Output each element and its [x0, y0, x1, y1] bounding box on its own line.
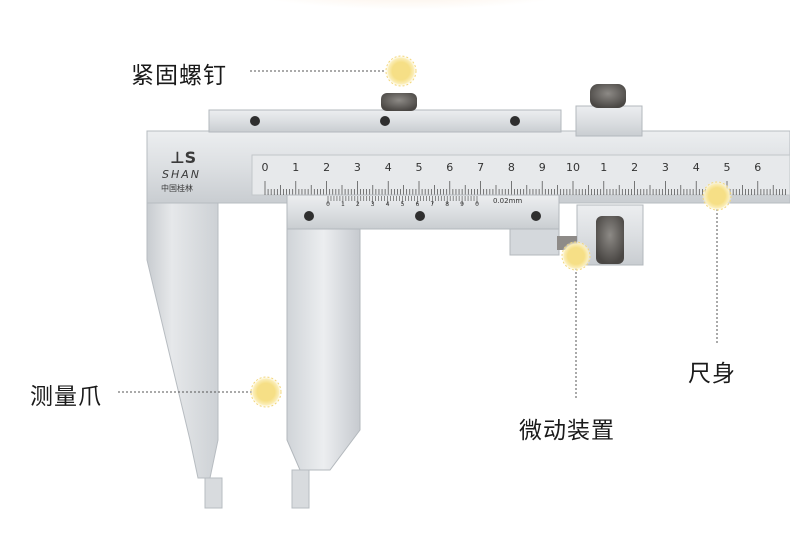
main-scale-label: 4 [385, 161, 392, 174]
main-scale-label: 0 [262, 161, 269, 174]
main-scale-label: 2 [631, 161, 638, 174]
marker-beam [702, 181, 732, 211]
vernier-precision: 0.02mm [493, 197, 522, 205]
rivet [510, 116, 520, 126]
marker-fine-adjust [561, 241, 591, 271]
main-scale-label: 9 [539, 161, 546, 174]
rivet [304, 211, 314, 221]
marker-ring [702, 181, 732, 211]
main-scale-label: 4 [693, 161, 700, 174]
fine-adjust-block [575, 105, 643, 137]
main-scale-label: 10 [566, 161, 580, 174]
main-scale-label: 1 [600, 161, 607, 174]
rivet [531, 211, 541, 221]
callout-measuring-jaw: 测量爪 [30, 384, 102, 410]
marker-jaw [250, 376, 282, 408]
fine-adjust-roller [596, 216, 624, 264]
main-scale-label: 5 [724, 161, 731, 174]
marker-lock-screw [385, 55, 417, 87]
leader-lines [118, 70, 718, 400]
vernier-ticks [327, 196, 478, 204]
brand-company: 中国桂林 [161, 183, 193, 193]
vernier-label: 1 [341, 201, 345, 208]
main-scale-label: 1 [292, 161, 299, 174]
vernier-label: 2 [356, 201, 360, 208]
top-glow [230, 0, 590, 10]
fixed-jaw-tip [204, 477, 223, 509]
lock-screw [381, 93, 417, 111]
moving-jaw-tip [291, 469, 310, 509]
vernier-labels: 0 1 2 3 4 5 6 7 8 9 0 [326, 201, 479, 208]
vernier-label: 7 [430, 201, 434, 208]
main-scale-label: 8 [508, 161, 515, 174]
main-scale-label: 5 [416, 161, 423, 174]
main-scale-label: 6 [446, 161, 453, 174]
callout-beam: 尺身 [688, 361, 736, 387]
callout-lock-screw: 紧固螺钉 [131, 63, 227, 89]
main-scale-label: 6 [754, 161, 761, 174]
slider-step [509, 228, 560, 256]
marker-ring [385, 55, 417, 87]
main-scale-label: 7 [477, 161, 484, 174]
vernier-label: 4 [386, 201, 390, 208]
rivet [415, 211, 425, 221]
vernier-label: 8 [445, 201, 449, 208]
logo-mark: ⊥S [170, 148, 196, 167]
fixed-jaw [146, 202, 219, 479]
main-scale-label: 3 [354, 161, 361, 174]
marker-ring [250, 376, 282, 408]
vernier-label: 6 [415, 201, 419, 208]
vernier-label: 0 [326, 201, 330, 208]
rivet [250, 116, 260, 126]
main-scale-label: 2 [323, 161, 330, 174]
vernier-label: 9 [460, 201, 464, 208]
fine-adjust-screw [590, 84, 626, 108]
callout-fine-adjust: 微动装置 [519, 418, 615, 444]
vernier-label: 0 [475, 201, 479, 208]
logo-text: SHAN [162, 168, 201, 181]
marker-ring [561, 241, 591, 271]
main-scale-label: 3 [662, 161, 669, 174]
main-scale-labels: 0 1 2 3 4 5 6 7 8 9 10 1 2 3 4 5 6 [262, 161, 762, 174]
rivet [380, 116, 390, 126]
main-scale-ticks [264, 181, 786, 195]
vernier-label: 5 [401, 201, 405, 208]
moving-jaw [286, 228, 361, 471]
vernier-label: 3 [371, 201, 375, 208]
